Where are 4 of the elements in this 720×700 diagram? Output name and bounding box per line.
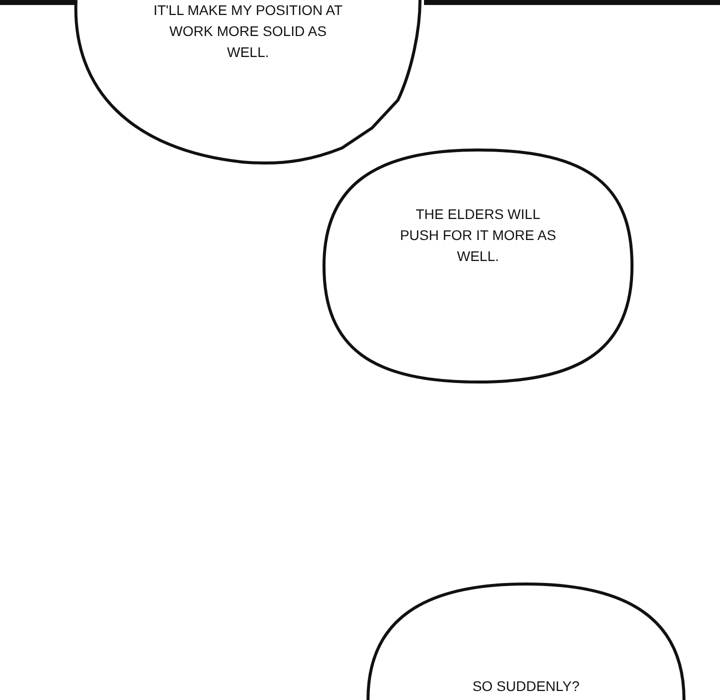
dialogue-text: THE ELDERS WILL PUSH FOR IT MORE AS WELL. bbox=[398, 205, 558, 266]
speech-bubble bbox=[322, 148, 634, 384]
dialogue-text: IT'LL MAKE MY POSITION AT WORK MORE SOLID AS WELL. bbox=[152, 1, 344, 62]
dialogue-text: SO SUDDENLY? bbox=[471, 677, 581, 696]
